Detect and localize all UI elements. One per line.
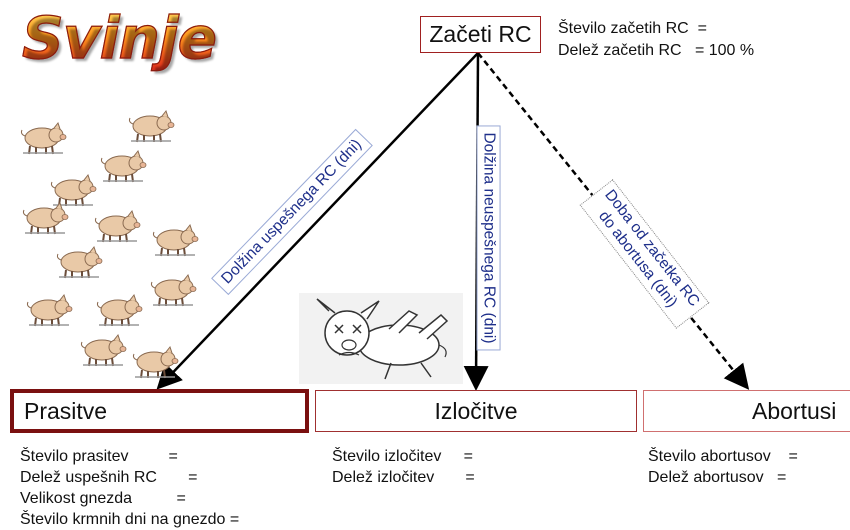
pig-icon: [56, 245, 103, 279]
izlocitve-stat-share: Delež izločitev =: [332, 469, 475, 486]
prasitve-stat-count: Število prasitev =: [20, 448, 178, 465]
arrow-successful: [156, 52, 479, 390]
prasitve-stat-litter: Velikost gnezda =: [20, 490, 186, 507]
izlocitve-stat-count: Število izločitev =: [332, 448, 473, 465]
pig-icon: [152, 223, 199, 257]
pig-icon: [94, 209, 141, 243]
pig-icon: [26, 293, 73, 327]
pig-icon: [80, 333, 127, 367]
izlocitve-label: Izločitve: [434, 397, 518, 424]
prasitve-stat-feeddays: Število krmnih dni na gnezdo =: [20, 511, 240, 528]
dead-pig-image: [299, 293, 463, 384]
abortusi-label: Abortusi: [752, 397, 837, 424]
abortusi-stat-count: Število abortusov =: [648, 448, 798, 465]
dead-pig-icon: [316, 298, 449, 380]
pig-icon: [22, 201, 69, 235]
start-box: Začeti RC: [420, 16, 541, 53]
prasitve-box: Prasitve: [10, 389, 309, 433]
izlocitve-box: Izločitve: [315, 390, 637, 432]
edge-label-unsuccessful: Dolžina neuspešnega RC (dni): [476, 125, 501, 351]
prasitve-stat-share: Delež uspešnih RC =: [20, 469, 198, 486]
start-stat-share: Delež začetih RC = 100 %: [558, 42, 755, 59]
prasitve-label: Prasitve: [24, 397, 108, 424]
pig-icon: [96, 293, 143, 327]
pig-icon: [20, 121, 67, 155]
pig-icon: [128, 109, 175, 143]
pig-icon: [50, 173, 97, 207]
abortusi-stat-share: Delež abortusov =: [648, 469, 787, 486]
start-label: Začeti RC: [429, 21, 532, 47]
pig-icon: [132, 345, 179, 379]
pig-icon: [100, 149, 147, 183]
page-title: Svinje: [21, 3, 217, 72]
abortusi-box: Abortusi: [643, 390, 850, 432]
pig-icon: [150, 273, 197, 307]
start-stat-count: Število začetih RC =: [558, 20, 707, 37]
